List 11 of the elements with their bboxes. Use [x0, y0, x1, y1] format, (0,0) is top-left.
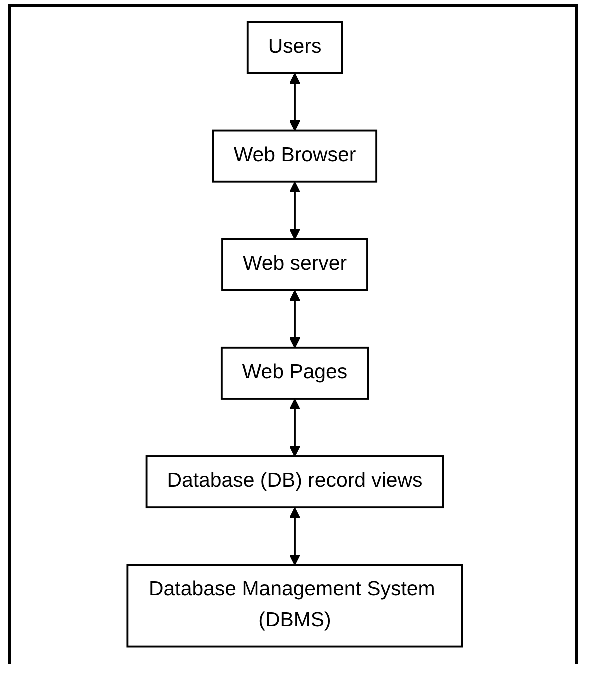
- arrow: [289, 508, 301, 566]
- arrow: [289, 73, 301, 132]
- node-box: Users: [246, 21, 344, 74]
- arrow: [289, 399, 301, 457]
- node-box: Web Pages: [220, 346, 370, 400]
- arrow: [289, 290, 301, 348]
- node-box: Web Browser: [212, 130, 378, 183]
- arrow: [289, 182, 301, 240]
- node-box: Web server: [222, 238, 368, 292]
- node-box: Database (DB) record views: [146, 456, 444, 509]
- node-box: Database Management System (DBMS): [126, 564, 464, 648]
